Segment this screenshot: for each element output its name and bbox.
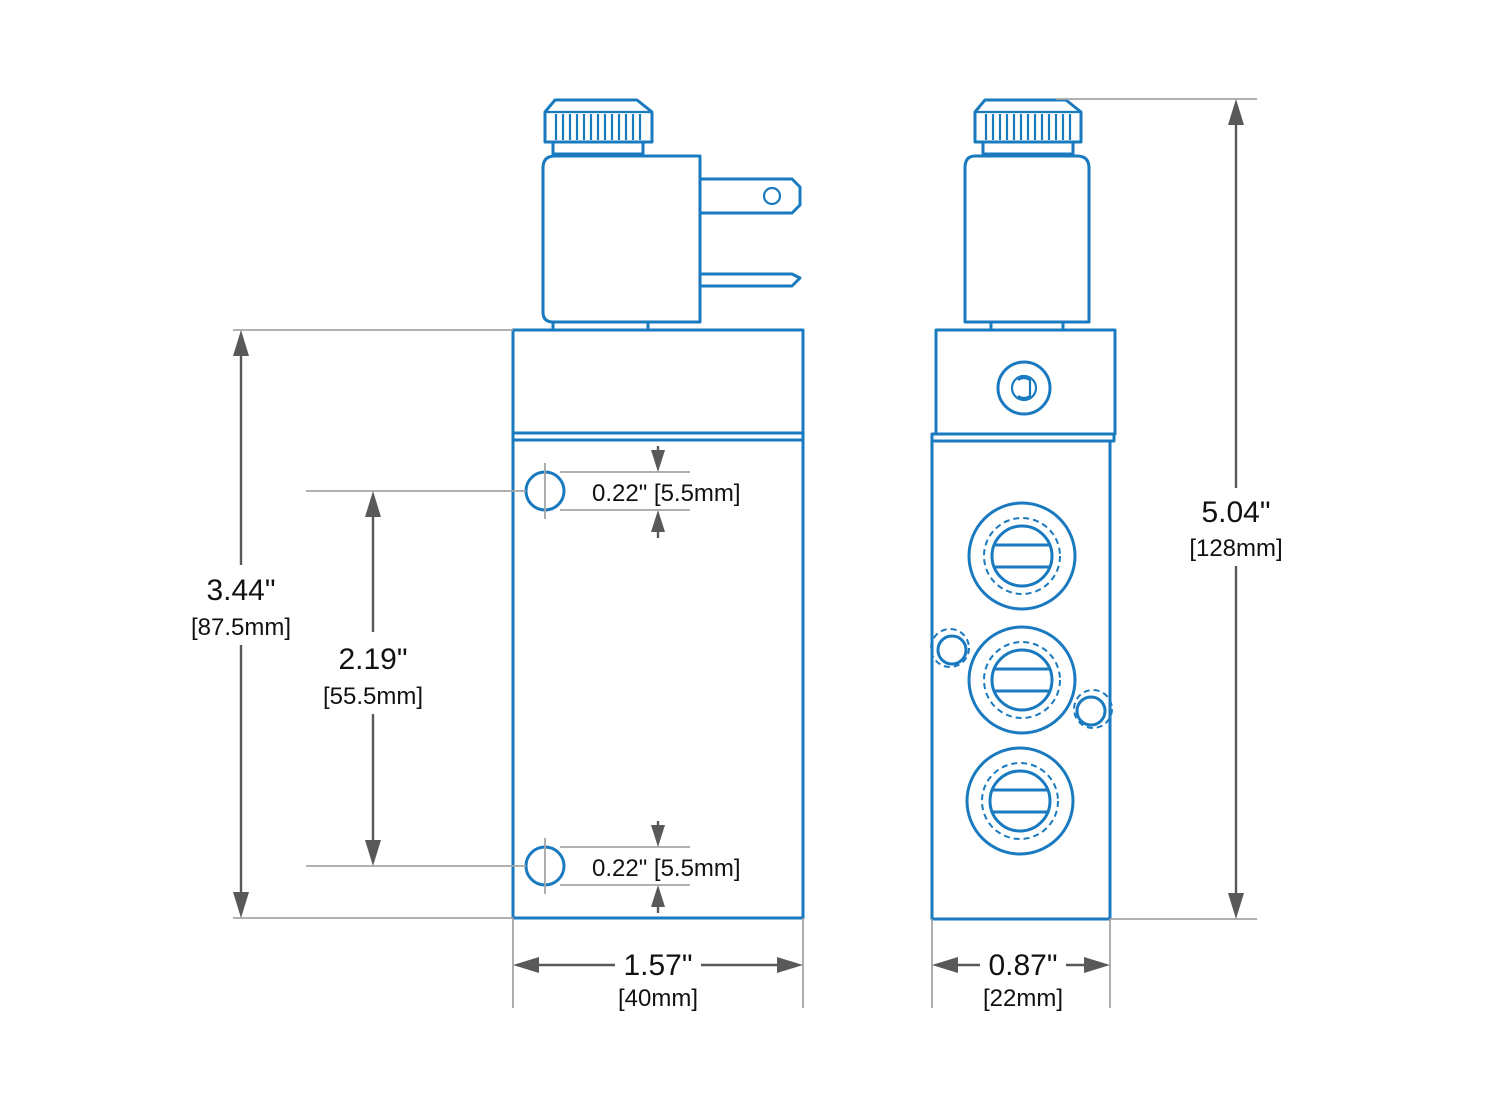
hole-spacing-metric: [55.5mm]: [323, 683, 423, 710]
side-coil: [963, 154, 1091, 332]
side-valve-body: [930, 328, 1117, 921]
overall-height-metric: [128mm]: [1189, 535, 1282, 562]
hole-spacing-dimension: 2.19" [55.5mm]: [312, 491, 434, 866]
hole-bottom-dimension: 0.22" [5.5mm]: [588, 821, 754, 913]
hole-top-label: 0.22" [5.5mm]: [592, 480, 741, 507]
hole-spacing-imperial: 2.19": [338, 643, 407, 676]
side-width-dimension: 0.87" [22mm]: [932, 945, 1110, 1012]
front-knurled-cap: [543, 98, 654, 156]
port-1: [967, 501, 1077, 611]
front-coil: [541, 154, 802, 332]
port-3: [965, 746, 1075, 856]
port-2: [967, 625, 1077, 735]
front-dimensions: 3.44" [87.5mm] 2.19" [55.5mm] 0.22" [5.5…: [180, 329, 804, 1012]
front-width-metric: [40mm]: [618, 985, 698, 1012]
pilot-port-left: [930, 628, 970, 668]
side-width-metric: [22mm]: [983, 985, 1063, 1012]
overall-height-imperial: 5.04": [1201, 496, 1270, 529]
body-height-imperial: 3.44": [206, 574, 275, 607]
body-height-metric: [87.5mm]: [191, 614, 291, 641]
overall-height-dimension: 5.04" [128mm]: [1182, 99, 1290, 919]
side-knurled-cap: [973, 98, 1083, 156]
hole-bottom-label: 0.22" [5.5mm]: [592, 855, 741, 882]
hole-top-dimension: 0.22" [5.5mm]: [588, 446, 754, 538]
front-width-dimension: 1.57" [40mm]: [513, 945, 803, 1012]
pilot-port-right: [1073, 689, 1113, 729]
side-width-imperial: 0.87": [988, 949, 1057, 982]
front-view: [511, 98, 805, 920]
body-height-dimension: 3.44" [87.5mm]: [180, 330, 302, 918]
front-width-imperial: 1.57": [623, 949, 692, 982]
side-dimensions: 5.04" [128mm] 0.87" [22mm]: [931, 98, 1290, 1012]
side-view: [930, 98, 1117, 921]
